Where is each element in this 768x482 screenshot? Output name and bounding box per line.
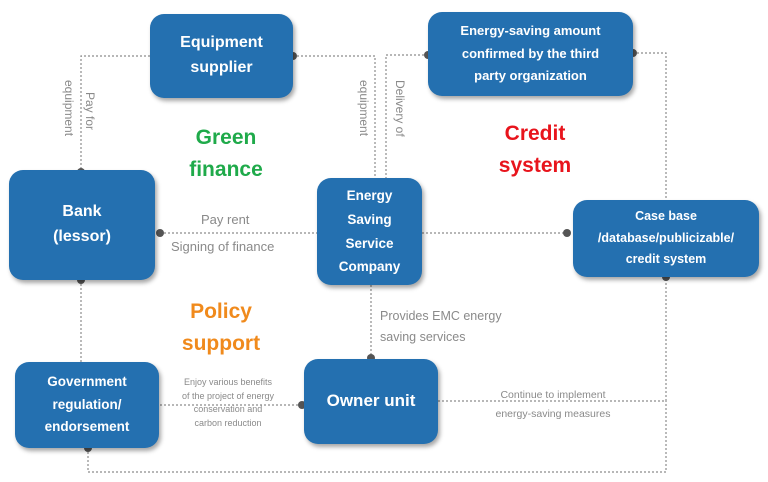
label-delivery-equipment: equipment <box>357 80 371 137</box>
label-signing-of-finance: Signing of finance <box>171 239 275 254</box>
label-pay-for: Pay for <box>83 92 97 131</box>
connector-supplier-bank <box>80 55 150 172</box>
connector-thirdparty-casebase <box>633 52 667 200</box>
connector-thirdparty-esco <box>385 54 428 178</box>
node-equipment-supplier: Equipment supplier <box>150 14 293 98</box>
label-pay-rent: Pay rent <box>201 212 250 227</box>
node-case-base: Case base /database/publicizable/ credit… <box>573 200 759 277</box>
node-esco: Energy Saving Service Company <box>317 178 422 285</box>
label-pay-for-equipment: equipment <box>62 80 76 137</box>
node-bank: Bank (lessor) <box>9 170 155 280</box>
node-government: Government regulation/ endorsement <box>15 362 159 448</box>
connector-supplier-esco <box>293 55 376 178</box>
category-credit-system: Credit system <box>498 122 572 177</box>
connector-dot <box>563 229 571 237</box>
connector-bottom-loop <box>87 401 667 473</box>
category-green-finance: Green finance <box>189 126 263 181</box>
label-provides-emc: Provides EMC energy saving services <box>380 309 502 344</box>
category-policy-support: Policy support <box>181 300 261 355</box>
label-continue-implement: Continue to implement energy-saving meas… <box>495 389 611 420</box>
connector-dot <box>156 229 164 237</box>
label-enjoy-benefits: Enjoy various benefits of the project of… <box>181 377 275 428</box>
node-owner-unit: Owner unit <box>304 359 438 444</box>
label-delivery-of: Delivery of <box>393 80 407 137</box>
node-third-party-organization: Energy-saving amount confirmed by the th… <box>428 12 633 96</box>
